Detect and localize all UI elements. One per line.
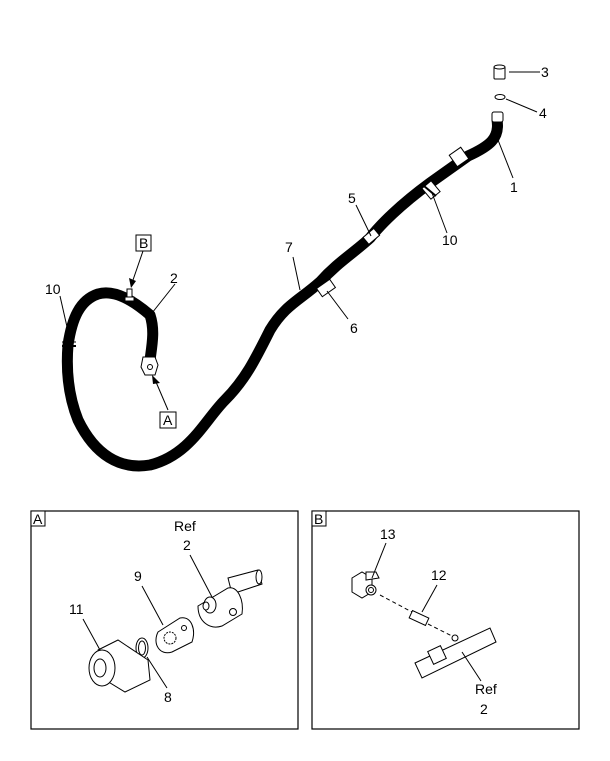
sleeve-5 [362, 227, 381, 246]
detail-a-ref-word: Ref [174, 518, 196, 534]
hose-assembly [61, 64, 506, 472]
view-ref-a-box [159, 411, 177, 429]
callout-2: 2 [170, 270, 178, 286]
detail-a-flange [197, 587, 243, 628]
detail-a-panel: A Ref 2 9 8 11 [30, 510, 299, 730]
callout-3: 3 [541, 64, 549, 80]
callout-8: 8 [164, 689, 172, 705]
callout-1: 1 [510, 179, 518, 195]
callout-13: 13 [380, 526, 396, 542]
callout-11: 11 [69, 601, 84, 617]
o-ring-4 [494, 94, 506, 100]
callout-12: 12 [431, 567, 447, 583]
detail-b-fitting-12 [408, 609, 430, 627]
sleeve-6 [315, 278, 337, 298]
callout-4: 4 [539, 105, 547, 121]
callout-10-lower: 10 [45, 281, 61, 297]
view-ref-b: B [139, 235, 148, 251]
view-ref-a: A [163, 412, 173, 428]
callout-10-upper: 10 [442, 232, 458, 248]
detail-b-ref-word: Ref [475, 681, 497, 697]
detail-b-tag: B [314, 511, 323, 527]
detail-b-panel: B 12 13 Ref 2 [311, 510, 580, 730]
callout-5: 5 [348, 190, 356, 206]
callout-6: 6 [350, 320, 358, 336]
sleeve-upper [448, 146, 470, 168]
detail-a-tag: A [33, 511, 43, 527]
hose-end-fitting [491, 111, 504, 123]
detail-a-ref-num: 2 [183, 537, 191, 553]
leader-lines [59, 71, 540, 411]
callout-9: 9 [134, 568, 142, 584]
detail-b-ref-num: 2 [480, 701, 488, 717]
detail-b-hose [414, 627, 497, 679]
callout-7: 7 [285, 239, 293, 255]
view-ref-b-box [135, 234, 152, 252]
